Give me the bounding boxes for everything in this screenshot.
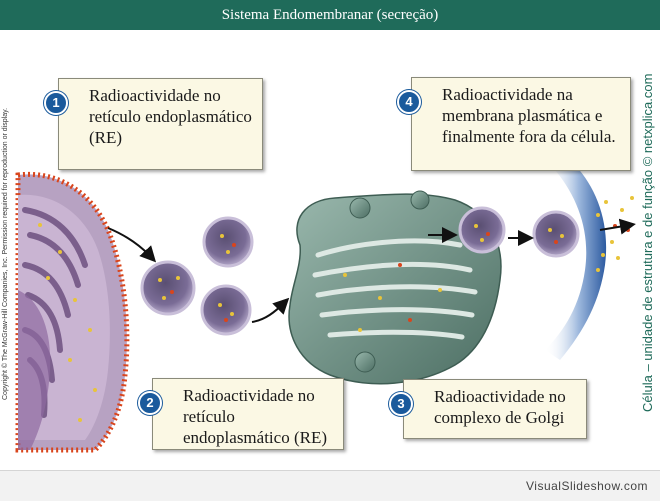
secretion-diagram xyxy=(15,165,636,453)
step-3-badge: 3 xyxy=(389,392,413,416)
arrow-vesicle-to-golgi xyxy=(251,297,290,323)
arrow-er-to-vesicle xyxy=(107,227,157,263)
arrow-exocytosis xyxy=(599,218,636,235)
step-3-box: Radioactividade no complexo de Golgi xyxy=(403,379,587,439)
step-2-badge: 2 xyxy=(138,391,162,415)
step-1-box: Radioactividade no retículo endoplasmáti… xyxy=(58,78,263,170)
transport-vesicle-2 xyxy=(202,216,254,268)
copyright-notice: Copyright © The McGraw-Hill Companies, I… xyxy=(2,107,9,400)
step-2-text: Radioactividade no retículo endoplasmáti… xyxy=(183,386,327,447)
side-caption: Célula – unidade de estrutura e de funçã… xyxy=(640,73,655,412)
footer-bar: VisualSlideshow.com xyxy=(0,470,660,501)
endoplasmic-reticulum xyxy=(15,171,130,453)
step-1-text: Radioactividade no retículo endoplasmáti… xyxy=(89,86,252,147)
transport-vesicle-1 xyxy=(140,260,196,316)
slide-title: Sistema Endomembranar (secreção) xyxy=(0,0,660,30)
step-3-text: Radioactividade no complexo de Golgi xyxy=(434,387,566,427)
step-4-badge: 4 xyxy=(397,90,421,114)
secretory-vesicle-2 xyxy=(532,210,580,258)
step-4-text: Radioactividade na membrana plasmática e… xyxy=(442,85,616,146)
step-2-box: Radioactividade no retículo endoplasmáti… xyxy=(152,378,344,450)
step-1-badge: 1 xyxy=(44,91,68,115)
transport-vesicle-3 xyxy=(200,284,252,336)
secretory-vesicle-1 xyxy=(458,206,506,254)
plasma-membrane xyxy=(545,165,607,360)
footer-watermark[interactable]: VisualSlideshow.com xyxy=(525,479,648,493)
diagram-area: Radioactividade no retículo endoplasmáti… xyxy=(0,30,660,470)
step-4-box: Radioactividade na membrana plasmática e… xyxy=(411,77,631,171)
